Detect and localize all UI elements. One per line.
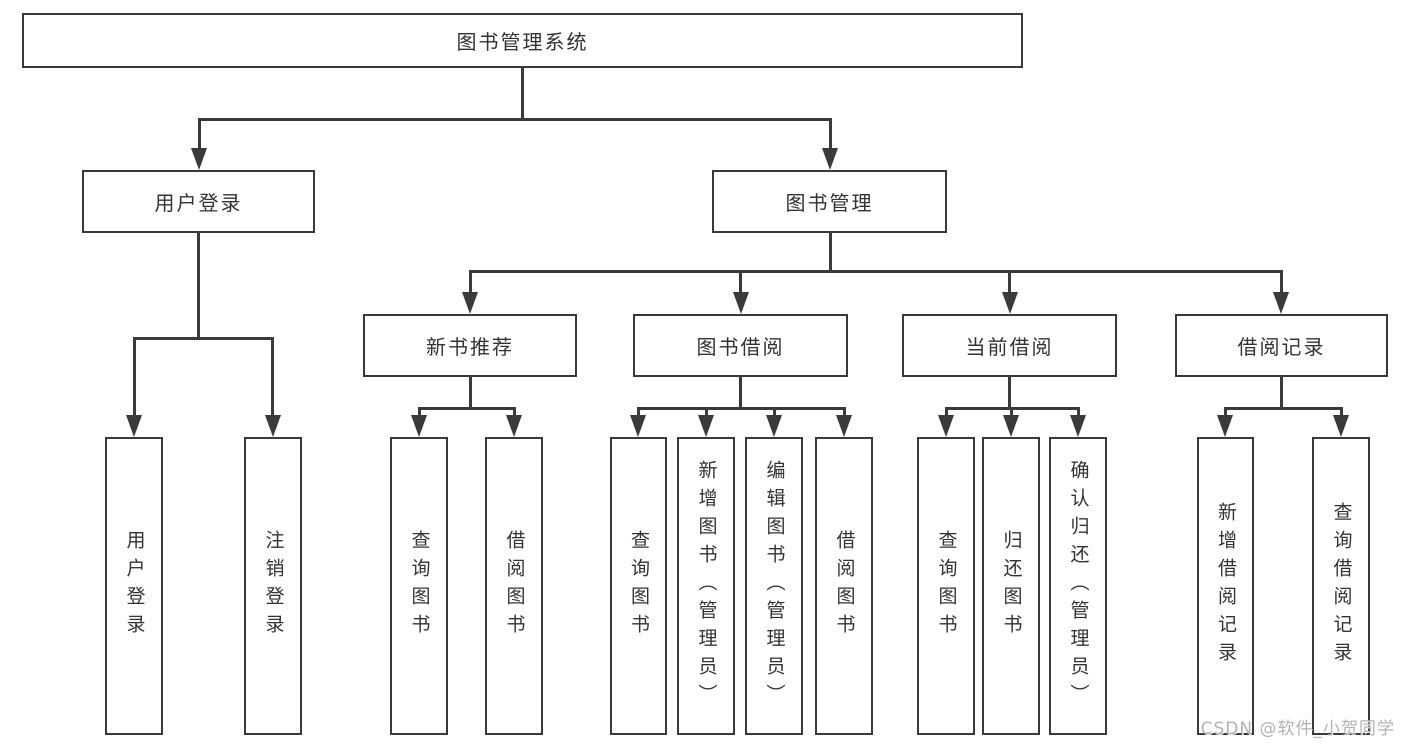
connector-new-book-split [417, 407, 516, 410]
connector-book-borrow-stem [739, 377, 742, 407]
arrowhead-down [264, 415, 281, 437]
leaf-query-books-borrow: 查询图书 [610, 437, 667, 735]
connector-book-management-split [468, 270, 1283, 273]
leaf-query-borrow-record: 查询借阅记录 [1312, 437, 1370, 735]
connector-user-login-stem [197, 233, 200, 337]
connector-leaf [512, 407, 516, 419]
arrowhead-down [822, 148, 838, 170]
arrowhead-down [1333, 415, 1349, 437]
arrowhead-down [766, 415, 782, 437]
connector-borrow-record-split [1223, 407, 1343, 410]
arrowhead-down [411, 415, 427, 437]
arrowhead-down [1001, 292, 1018, 314]
connector-to-current-borrow [1008, 270, 1011, 296]
arrowhead-down [1273, 292, 1289, 314]
connector-leaf [1009, 407, 1013, 419]
connector-leaf [1339, 407, 1343, 419]
arrowhead-down [126, 415, 142, 437]
node-borrow-record: 借阅记录 [1175, 314, 1388, 377]
connector-new-book-stem [468, 377, 472, 407]
connector-to-borrow-record [1279, 270, 1283, 296]
connector-to-leaf-user-login [132, 337, 136, 419]
connector-to-new-book [468, 270, 472, 296]
connector-user-login-split [132, 337, 274, 340]
leaf-confirm-return-admin: 确认归还（管理员） [1049, 437, 1107, 735]
arrowhead-down [462, 292, 478, 314]
connector-to-book-borrow [739, 270, 742, 296]
connector-to-user-login [197, 118, 201, 152]
leaf-borrow-books: 借阅图书 [815, 437, 873, 735]
node-book-management: 图书管理 [712, 170, 947, 233]
connector-leaf [944, 407, 948, 419]
csdn-watermark: CSDN @软件_小贺同学 [1200, 719, 1395, 739]
leaf-add-borrow-record: 新增借阅记录 [1197, 437, 1254, 735]
leaf-logout: 注销登录 [244, 437, 302, 735]
connector-book-borrow-split [636, 407, 846, 410]
connector-leaf [704, 407, 708, 419]
arrowhead-down [506, 415, 522, 437]
connector-leaf [417, 407, 421, 419]
connector-root-split [197, 118, 832, 121]
leaf-return-books: 归还图书 [982, 437, 1040, 735]
arrowhead-down [191, 148, 207, 170]
node-current-borrow: 当前借阅 [902, 314, 1117, 377]
node-book-borrow: 图书借阅 [633, 314, 848, 377]
leaf-add-books-admin: 新增图书（管理员） [677, 437, 735, 735]
connector-leaf [772, 407, 776, 419]
connector-leaf [1223, 407, 1227, 419]
connector-to-leaf-logout [271, 337, 274, 419]
leaf-query-books-recommend: 查询图书 [390, 437, 448, 735]
connector-root-stem [520, 68, 524, 118]
arrowhead-down [1217, 415, 1233, 437]
connector-leaf [1076, 407, 1080, 419]
arrowhead-down [938, 415, 954, 437]
node-library-management-system: 图书管理系统 [22, 13, 1023, 68]
leaf-user-login: 用户登录 [105, 437, 163, 735]
node-new-book-recommend: 新书推荐 [363, 314, 577, 377]
node-user-login: 用户登录 [82, 170, 315, 233]
connector-book-management-stem [828, 233, 832, 270]
connector-leaf [636, 407, 640, 419]
arrowhead-down [1003, 415, 1019, 437]
connector-leaf [842, 407, 846, 419]
connector-borrow-record-stem [1279, 377, 1283, 407]
arrowhead-down [698, 415, 714, 437]
leaf-query-books-current: 查询图书 [917, 437, 975, 735]
arrowhead-down [732, 292, 749, 314]
arrowhead-down [836, 415, 852, 437]
connector-to-book-management [828, 118, 832, 152]
leaf-edit-books-admin: 编辑图书（管理员） [745, 437, 803, 735]
connector-current-borrow-stem [1008, 377, 1011, 407]
leaf-borrow-books-recommend: 借阅图书 [485, 437, 543, 735]
arrowhead-down [1070, 415, 1086, 437]
arrowhead-down [630, 415, 646, 437]
